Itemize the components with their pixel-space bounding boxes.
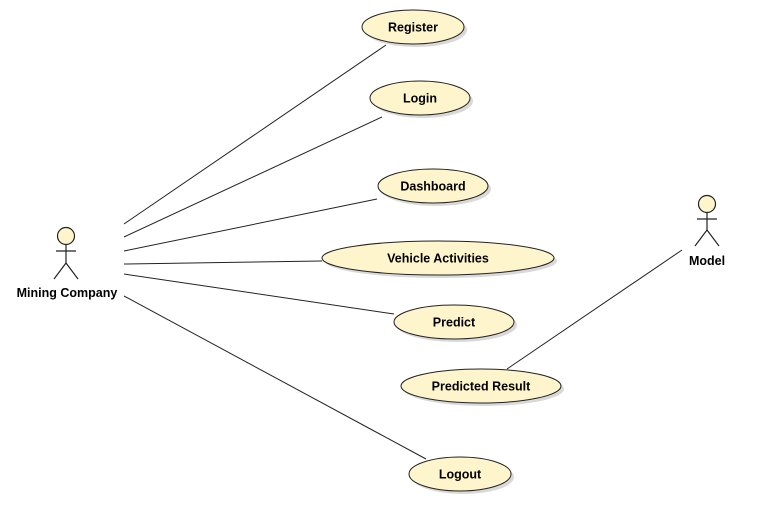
usecase-ellipse	[369, 80, 471, 116]
associations	[123, 44, 683, 460]
actor-right-leg	[65, 262, 79, 280]
usecase-label: Vehicle Activities	[387, 252, 489, 266]
usecase-ellipse	[400, 368, 562, 404]
association-mining-company-dashboard	[123, 198, 378, 252]
stick-figure-icon	[53, 226, 79, 280]
usecase-ellipse	[377, 168, 489, 204]
usecase-ellipse	[393, 304, 515, 340]
usecase-ellipse	[321, 240, 555, 276]
actor-model[interactable]: Model	[689, 194, 725, 269]
usecase-logout[interactable]: Logout	[408, 456, 514, 494]
actor-left-leg	[53, 262, 67, 280]
association-mining-company-predict	[123, 273, 395, 315]
usecase-dashboard[interactable]: Dashboard	[377, 168, 491, 206]
usecase-label: Predict	[433, 316, 476, 330]
usecase-label: Dashboard	[400, 180, 465, 194]
usecase-ellipse	[408, 456, 512, 492]
usecase-label: Login	[403, 92, 437, 106]
actor-label: Mining Company	[17, 286, 118, 300]
actor-head	[697, 194, 717, 214]
association-model-predicted-result	[506, 249, 683, 370]
actor-left-leg	[694, 229, 708, 247]
usecase-label: Register	[388, 21, 438, 35]
usecase-label: Predicted Result	[432, 380, 531, 394]
actor-head	[56, 226, 76, 246]
usecase-ellipse	[361, 9, 465, 45]
usecase-predicted-result[interactable]: Predicted Result	[400, 368, 564, 406]
usecase-login[interactable]: Login	[369, 80, 473, 118]
usecase-predict[interactable]: Predict	[393, 304, 517, 342]
usecase-register[interactable]: Register	[361, 9, 467, 47]
association-mining-company-login	[123, 116, 383, 238]
usecase-vehicle-activities[interactable]: Vehicle Activities	[321, 240, 557, 278]
stick-figure-icon	[694, 194, 720, 247]
usecase-label: Logout	[439, 468, 482, 482]
actor-mining-company[interactable]: Mining Company	[17, 226, 118, 301]
association-mining-company-logout	[123, 295, 427, 460]
actor-right-leg	[706, 229, 720, 247]
association-mining-company-vehicle-activities	[123, 260, 323, 265]
association-mining-company-register	[123, 44, 387, 225]
actor-label: Model	[689, 254, 725, 268]
